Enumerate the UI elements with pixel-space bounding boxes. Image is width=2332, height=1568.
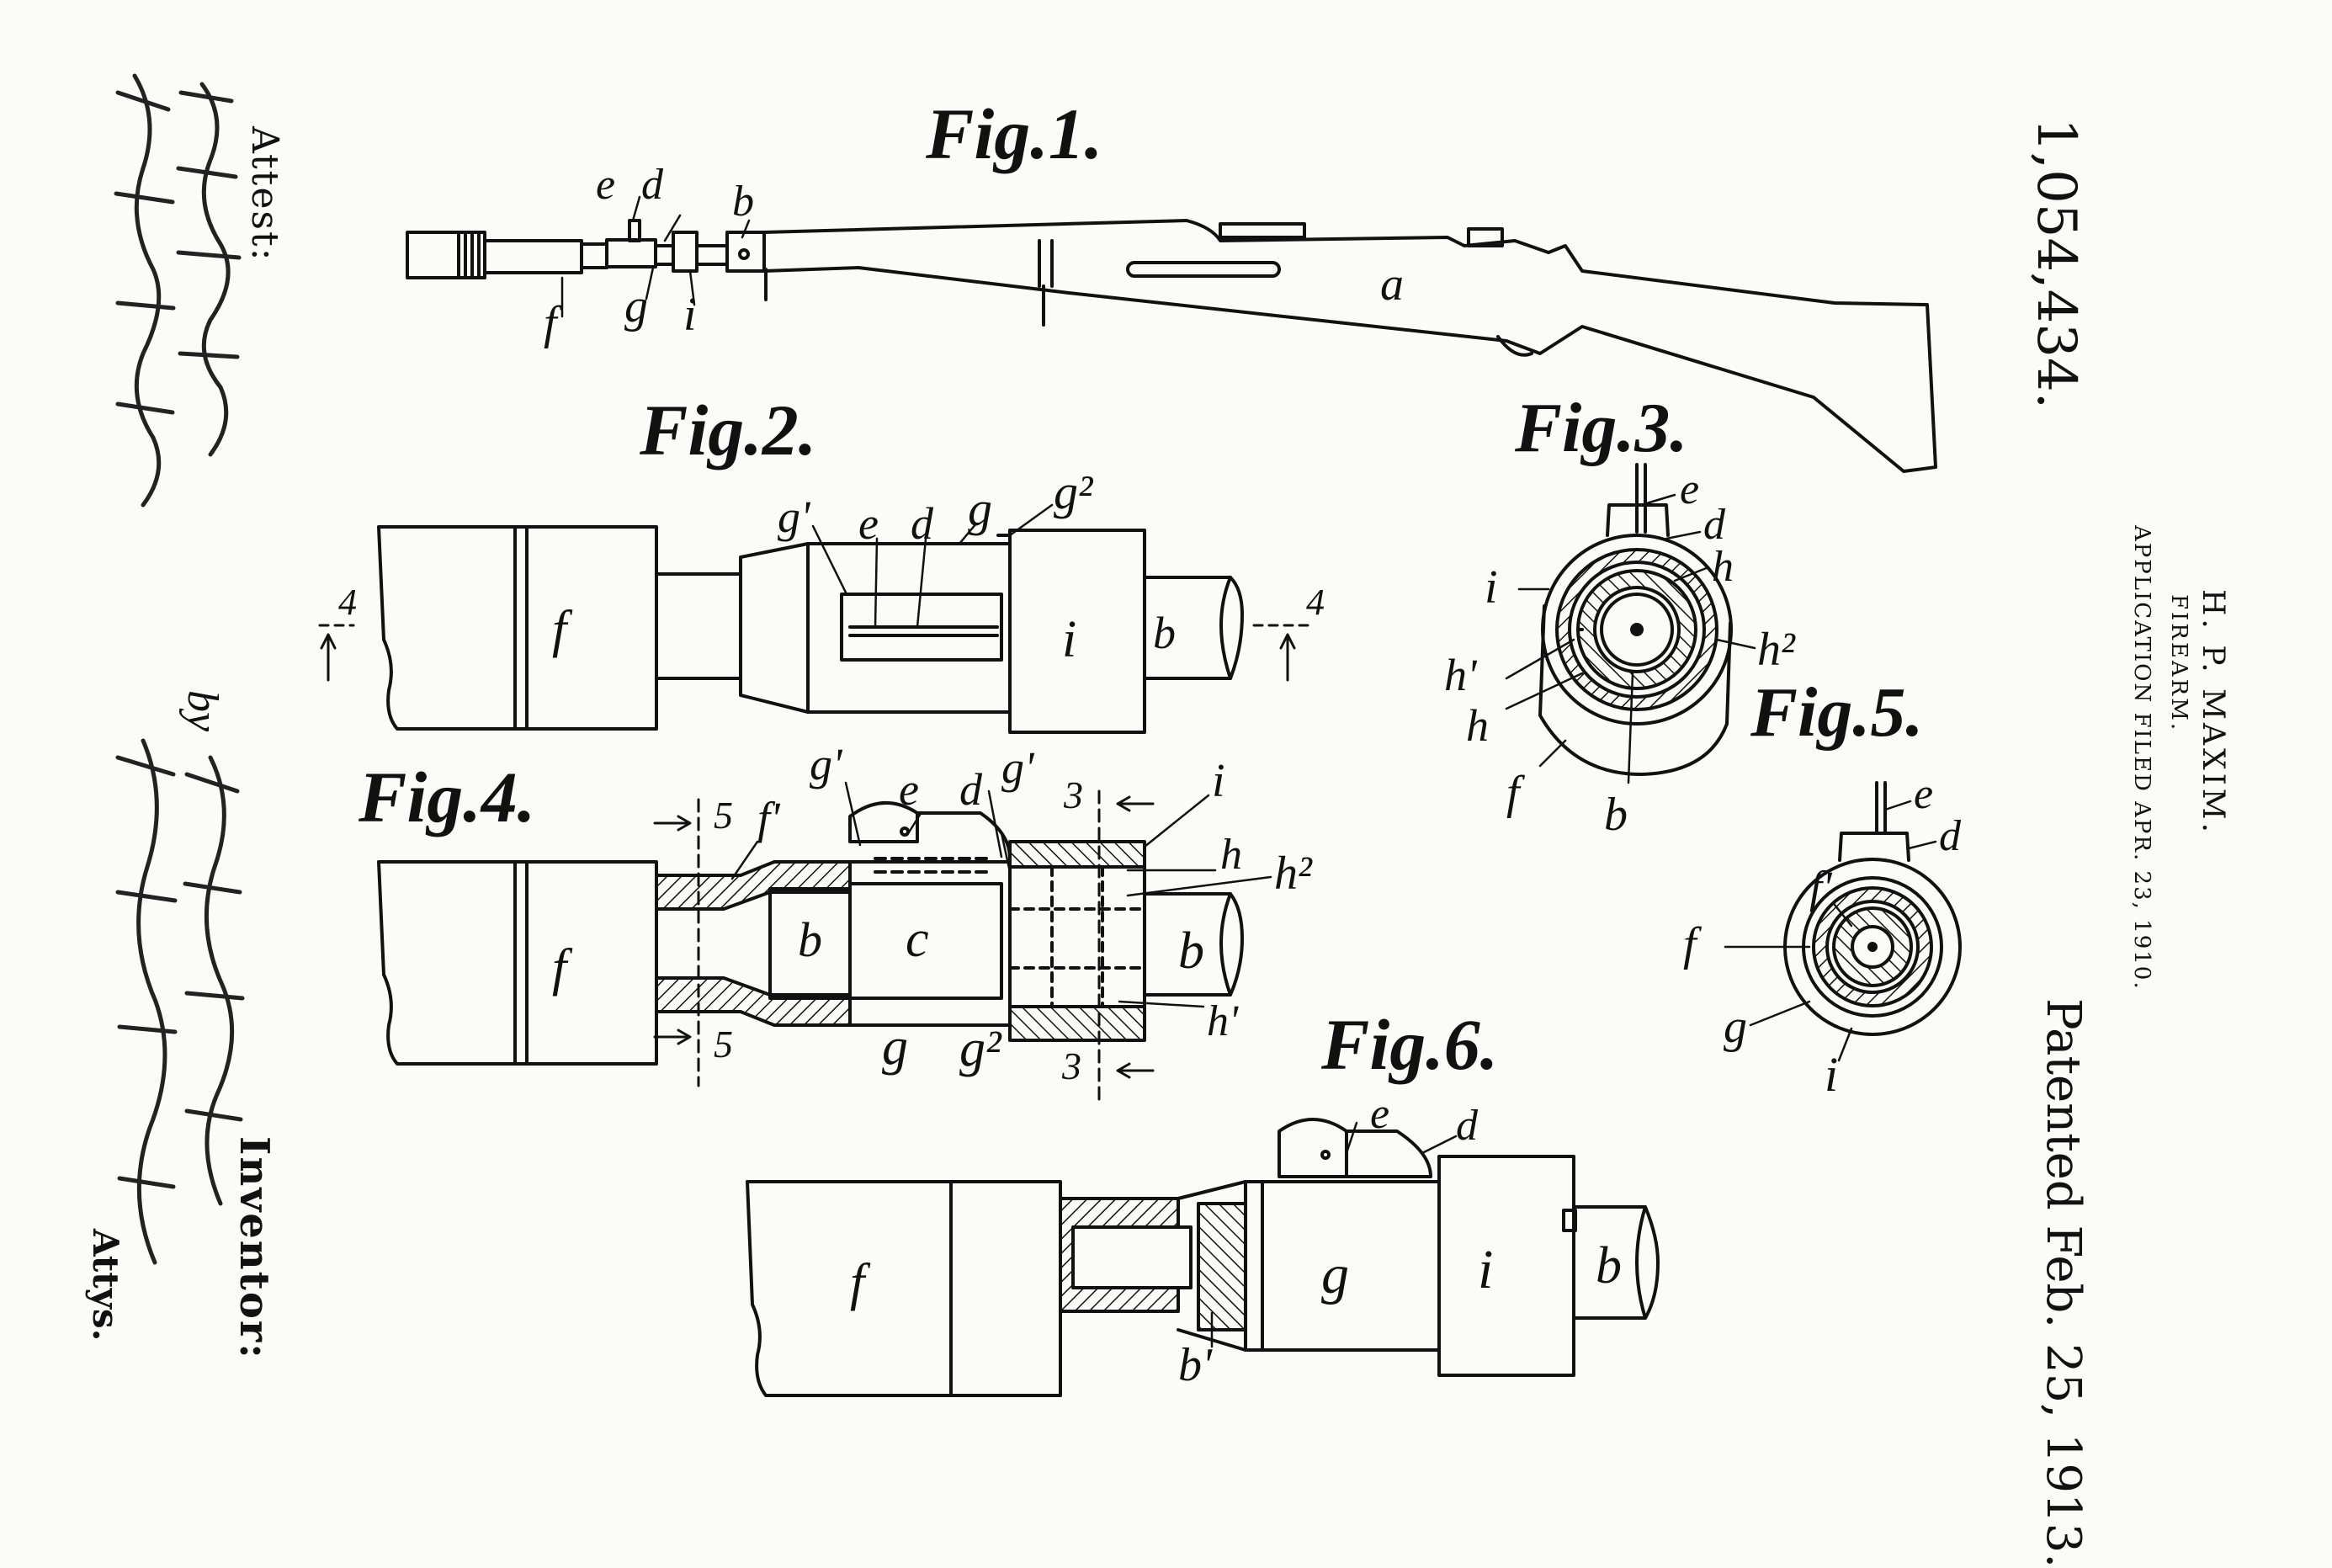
fig3-ref-e: e xyxy=(1680,465,1699,513)
fig4-section-3-bottom: 3 xyxy=(1061,1044,1081,1087)
fig2-ref-d: d xyxy=(911,498,934,549)
fig2-section-4-right: 4 xyxy=(1306,582,1325,623)
fig4-ref-f1: f' xyxy=(757,793,781,843)
fig1-ref-f: f xyxy=(544,297,563,349)
fig6-ref-i: i xyxy=(1478,1239,1493,1300)
inventor-label: Inventor: xyxy=(231,1136,278,1360)
fig4-drawing xyxy=(377,789,1244,1104)
fig3-ref-f: f xyxy=(1506,767,1526,819)
fig6-ref-g: g xyxy=(1321,1244,1349,1305)
fig3-ref-h-lower: h xyxy=(1466,700,1489,751)
fig3-ref-h2: h² xyxy=(1757,624,1796,676)
fig3-ref-h: h xyxy=(1712,543,1734,591)
application-filed: APPLICATION FILED APR. 23, 1910. xyxy=(2129,525,2154,991)
attys-label: Attys. xyxy=(85,1229,126,1342)
fig3-label: Fig.3. xyxy=(1514,389,1687,467)
fig4-ref-c: c xyxy=(906,911,929,968)
fig1-ref-a: a xyxy=(1380,258,1404,311)
fig4-ref-f: f xyxy=(552,939,573,997)
fig3-ref-i: i xyxy=(1485,561,1498,614)
fig4-ref-i: i xyxy=(1212,755,1225,807)
fig4-section-3-top: 3 xyxy=(1063,773,1083,816)
fig5-drawing xyxy=(1783,781,1962,1036)
leader-lines xyxy=(560,195,1937,1348)
fig2-drawing xyxy=(318,525,1315,734)
patented-date: Patented Feb. 25, 1913. xyxy=(2036,998,2090,1568)
fig3-ref-d: d xyxy=(1703,501,1726,549)
patent-number: 1,054,434. xyxy=(2025,118,2087,410)
fig6-drawing xyxy=(746,1118,1660,1397)
fig3-ref-b: b xyxy=(1604,789,1628,841)
fig2-ref-e: e xyxy=(858,498,879,549)
fig1-ref-i: i xyxy=(683,289,697,341)
fig1-ref-d: d xyxy=(641,161,664,209)
fig5-label: Fig.5. xyxy=(1750,673,1923,752)
fig4-label: Fig.4. xyxy=(358,757,535,837)
fig5-ref-i: i xyxy=(1825,1047,1838,1102)
fig2-ref-g1: g' xyxy=(778,492,811,542)
fig2-ref-i: i xyxy=(1062,611,1076,668)
fig6-label: Fig.6. xyxy=(1320,1004,1498,1085)
fig4-ref-e: e xyxy=(899,764,919,815)
fig5-ref-f: f xyxy=(1683,918,1703,970)
patent-title: FIREARM. xyxy=(2166,594,2191,733)
fig2-section-4-left: 4 xyxy=(338,582,357,623)
fig1-ref-b: b xyxy=(732,178,754,226)
fig4-ref-h1: h' xyxy=(1207,997,1239,1045)
fig5-ref-g: g xyxy=(1724,1001,1747,1053)
fig2-ref-f: f xyxy=(552,601,573,658)
fig4-ref-g: g xyxy=(882,1018,908,1076)
fig5-ref-f1: f' xyxy=(1809,862,1833,912)
patent-drawing: Fig.1. e d b a f g i Fig.2. g' e d g g² … xyxy=(114,73,1962,1397)
fig6-ref-b: b xyxy=(1596,1237,1622,1294)
fig4-ref-g1-left: g' xyxy=(810,739,843,789)
fig2-ref-g2: g² xyxy=(1054,465,1094,519)
fig5-ref-d: d xyxy=(1939,812,1962,860)
fig2-ref-b: b xyxy=(1153,608,1176,658)
fig4-ref-b-left: b xyxy=(798,912,822,967)
fig2-ref-g: g xyxy=(968,481,992,536)
fig4-ref-g1-right: g' xyxy=(1001,742,1035,793)
signature-witnesses xyxy=(114,73,242,508)
patent-drawing-sheet: Fig.1. e d b a f g i Fig.2. g' e d g g² … xyxy=(85,73,2230,1568)
inventor-name: H. P. MAXIM. xyxy=(2196,589,2230,837)
fig6-ref-b1: b' xyxy=(1178,1339,1213,1391)
inventor-by: by xyxy=(178,690,226,732)
fig3-drawing xyxy=(1538,463,1733,776)
fig4-section-5-top: 5 xyxy=(714,794,733,837)
fig6-ref-e: e xyxy=(1370,1090,1389,1138)
fig5-ref-e: e xyxy=(1914,770,1933,818)
fig4-section-5-bottom: 5 xyxy=(714,1023,733,1066)
fig4-ref-b-right: b xyxy=(1178,922,1204,980)
attest-label: Attest: xyxy=(243,126,286,263)
fig1-ref-g: g xyxy=(624,280,648,332)
fig4-ref-h: h xyxy=(1220,831,1242,879)
fig6-ref-f: f xyxy=(850,1254,871,1311)
fig4-ref-d: d xyxy=(959,764,983,815)
fig1-rifle-drawing xyxy=(406,219,1937,473)
signature-inventor xyxy=(115,738,245,1265)
fig2-label: Fig.2. xyxy=(639,390,816,470)
fig4-ref-g2: g² xyxy=(959,1020,1002,1077)
fig3-ref-h1: h' xyxy=(1444,650,1478,700)
fig1-label: Fig.1. xyxy=(925,93,1102,174)
fig4-ref-h2: h² xyxy=(1274,848,1313,900)
fig1-ref-e: e xyxy=(596,161,615,209)
fig6-ref-d: d xyxy=(1456,1102,1479,1150)
